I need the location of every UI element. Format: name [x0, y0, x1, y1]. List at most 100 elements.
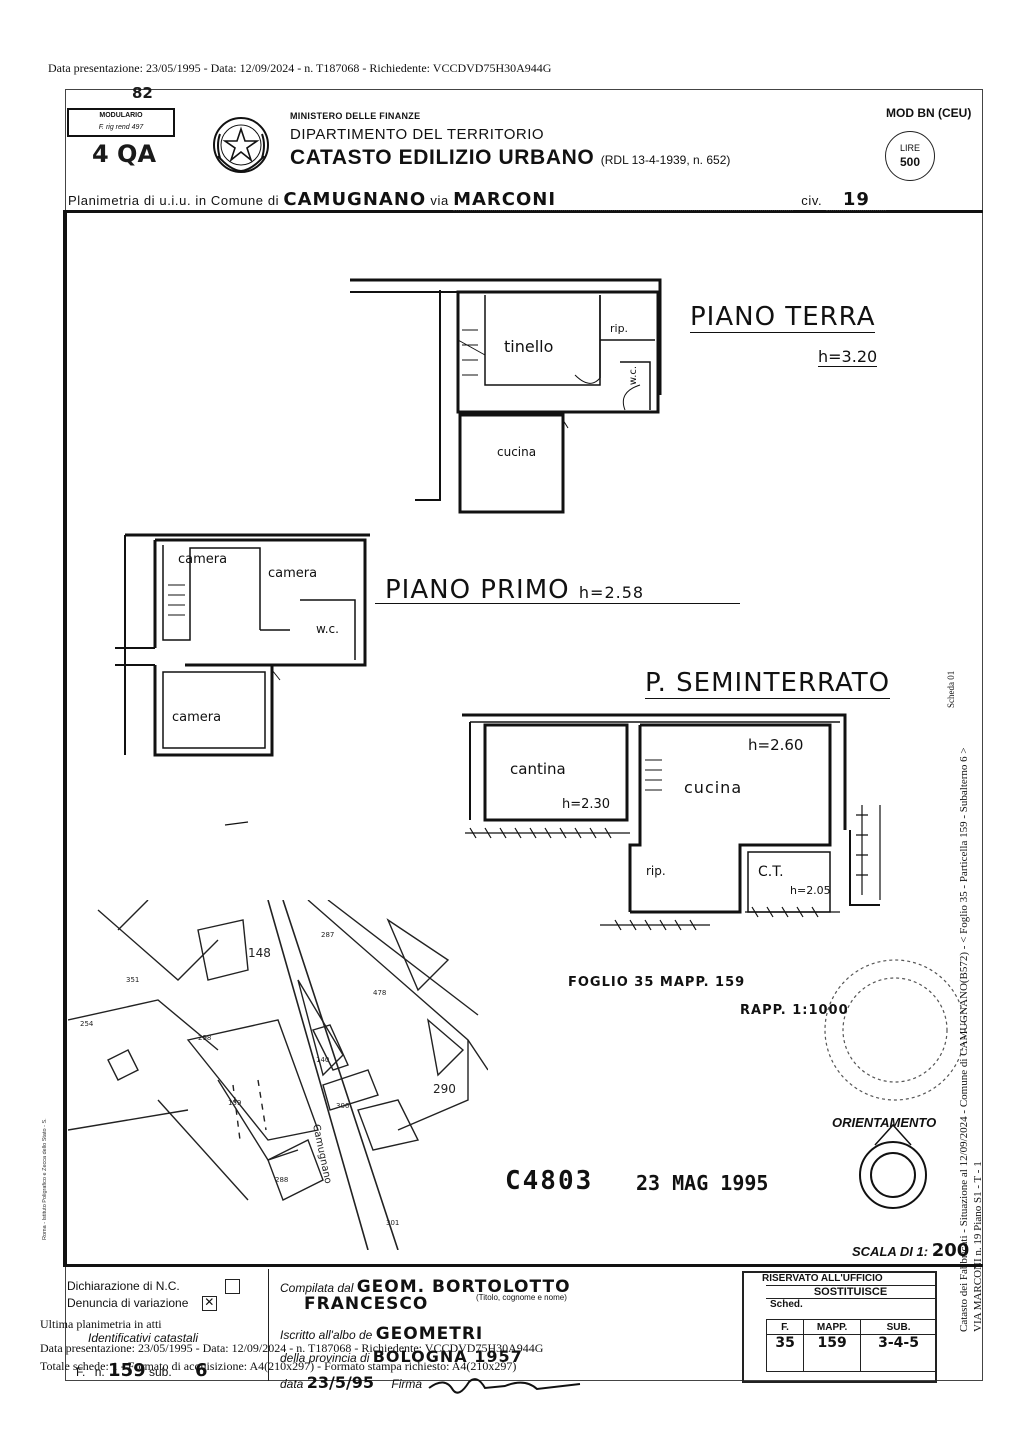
nc-declaration-checkbox[interactable] — [225, 1279, 241, 1295]
office-sched-label: Sched. — [770, 1299, 803, 1310]
left-rule — [63, 210, 67, 1267]
first-floor-title-rule — [375, 603, 740, 604]
side-scheda: Scheda 01 — [946, 671, 956, 709]
ident-sub-value: 6 — [195, 1360, 208, 1381]
semi-basement-title: P. SEMINTERRATO — [645, 668, 891, 699]
room-cantina-height: h=2.30 — [562, 797, 611, 812]
orientation-compass-icon — [859, 1123, 927, 1209]
nc-declaration-row: Dichiarazione di N.C. — [67, 1278, 241, 1295]
parcel-label: 306 — [336, 1102, 350, 1110]
room-cucina-ground: cucina — [497, 445, 537, 459]
room-cucina-semi: cucina — [684, 778, 743, 797]
room-rip-ground: rip. — [610, 322, 629, 335]
planimetria-label: Planimetria di u.i.u. in Comune di — [68, 193, 280, 208]
parcel-label: 140 — [316, 1056, 329, 1064]
room-rip-semi: rip. — [646, 864, 666, 878]
department-name: DIPARTIMENTO DEL TERRITORIO — [290, 126, 545, 143]
parcel-label: 290 — [433, 1082, 456, 1096]
pencil-note-top: 82 — [132, 84, 153, 102]
province-value: BOLOGNA 1957 — [372, 1347, 523, 1366]
orientation-label: ORIENTAMENTO — [832, 1115, 937, 1130]
modulario-label: MODULARIO — [99, 112, 143, 119]
ident-n-label: n. — [94, 1365, 105, 1379]
via-label: via — [430, 193, 449, 208]
date-signature-row: data 23/5/95 Firma — [280, 1373, 585, 1396]
printer-credit: Roma - Istituto Poligrafico e Zecca dell… — [42, 1118, 48, 1240]
office-val-f: 35 — [765, 1334, 805, 1372]
compiler-value: GEOM. BORTOLOTTO — [356, 1277, 571, 1297]
ground-floor-title: PIANO TERRA — [690, 302, 876, 333]
scale-label: SCALA DI 1: 200 — [852, 1240, 969, 1261]
room-camera-2: camera — [268, 566, 318, 581]
parcel-label: 351 — [126, 976, 139, 984]
ident-values: F. n. 159 sub. 6 — [76, 1360, 208, 1381]
compiler-label: Compilata dal — [280, 1281, 354, 1295]
comune-value: CAMUGNANO — [283, 189, 427, 210]
floor-plans-drawing — [115, 278, 966, 1209]
office-val-mapp: 159 — [803, 1334, 862, 1372]
variation-checkbox[interactable]: ✕ — [201, 1296, 217, 1312]
register-row: Iscritto all'albo de GEOMETRI — [280, 1324, 483, 1344]
civ-label: civ. — [801, 193, 823, 208]
office-col-sub: SUB. — [860, 1319, 937, 1335]
first-floor-title: PIANO PRIMO h=2.58 — [385, 575, 644, 605]
office-col-mapp: MAPP. — [803, 1319, 862, 1335]
side-text-line2: VIA MARCONI n. 19 Piano S1 - T - 1 — [972, 1161, 984, 1332]
modulario-ref: F. rig rend 497 — [98, 124, 144, 131]
compiler-row: Compilata dal GEOM. BORTOLOTTO — [280, 1277, 571, 1297]
office-col-f: F. — [765, 1319, 805, 1335]
via-value: MARCONI — [453, 189, 794, 211]
pencil-note-left: 4 QA — [92, 140, 157, 168]
variation-row: Denuncia di variazione ✕ — [67, 1295, 240, 1312]
ident-label: Identificativi catastali — [88, 1331, 199, 1345]
nc-declaration-label: Dichiarazione di N.C. — [67, 1279, 180, 1293]
parcel-label: 478 — [373, 989, 386, 997]
drawing-area — [65, 210, 983, 1267]
parcel-label: 148 — [248, 946, 271, 960]
semi-basement-plan — [462, 713, 880, 914]
overlay-line-2: Data presentazione: 23/05/1995 - Data: 1… — [40, 1341, 544, 1355]
room-cantina: cantina — [510, 760, 566, 778]
parcel-label: 298 — [198, 1034, 211, 1042]
compiler-block — [268, 1269, 739, 1381]
rapp-note: RAPP. 1:1000 — [740, 1003, 849, 1018]
room-wc-first: w.c. — [316, 622, 339, 636]
office-replaces-label: SOSTITUISCE — [766, 1285, 935, 1299]
date-value: 23/5/95 — [306, 1373, 375, 1392]
republic-emblem-icon — [213, 117, 269, 173]
compiler-first-name: FRANCESCO — [304, 1294, 429, 1314]
parcel-label: 287 — [321, 931, 334, 939]
ministry-name: MINISTERO DELLE FINANZE — [290, 111, 421, 121]
parcel-label: 254 — [80, 1020, 94, 1028]
office-reserved-label: RISERVATO ALL'UFFICIO — [762, 1273, 883, 1284]
catasto-title-text: CATASTO EDILIZIO URBANO — [290, 146, 595, 169]
office-replaces-table: F. MAPP. SUB. 35 159 3-4-5 — [765, 1319, 937, 1372]
ident-f-label: F. — [76, 1365, 86, 1379]
planimetria-line: Planimetria di u.i.u. in Comune di CAMUG… — [68, 189, 887, 211]
ground-hatch — [224, 805, 881, 931]
parcel-label: 288 — [275, 1176, 288, 1184]
room-ct: C.T. — [758, 864, 784, 880]
room-camera-3: camera — [172, 710, 222, 725]
cadastral-map: 148 287 478 290 159 140 351 254 298 306 … — [68, 900, 488, 1250]
ident-sub-label: sub. — [148, 1365, 172, 1379]
room-camera-1: camera — [178, 552, 228, 567]
presentation-info-line: Data presentazione: 23/05/1995 - Data: 1… — [48, 61, 552, 75]
stamp-code: C4803 — [505, 1166, 594, 1196]
side-text-block: Catasto dei Fabbricati - Situazione al 1… — [958, 747, 984, 1333]
side-scheda-text: Scheda 01 — [946, 670, 956, 708]
scale-label-text: SCALA DI 1: — [852, 1244, 929, 1259]
room-tinello: tinello — [504, 337, 554, 356]
first-floor-plan — [115, 533, 370, 757]
stamp-date: 23 MAG 1995 — [636, 1171, 769, 1195]
civ-value: 19 — [826, 189, 887, 211]
overlay-line-3: Totale schede: 1 - Formato di acquisizio… — [40, 1359, 517, 1373]
variation-label: Denuncia di variazione — [67, 1296, 189, 1310]
overlay-line-1: Ultima planimetria in atti — [40, 1317, 162, 1331]
ground-floor-height: h=3.20 — [818, 347, 878, 367]
room-ct-height: h=2.05 — [790, 884, 831, 897]
room-wc-ground: w.c. — [628, 365, 640, 386]
side-text-line1: Catasto dei Fabbricati - Situazione al 1… — [958, 747, 970, 1332]
signature-scribble — [428, 1377, 581, 1394]
date-label: data — [280, 1377, 304, 1391]
